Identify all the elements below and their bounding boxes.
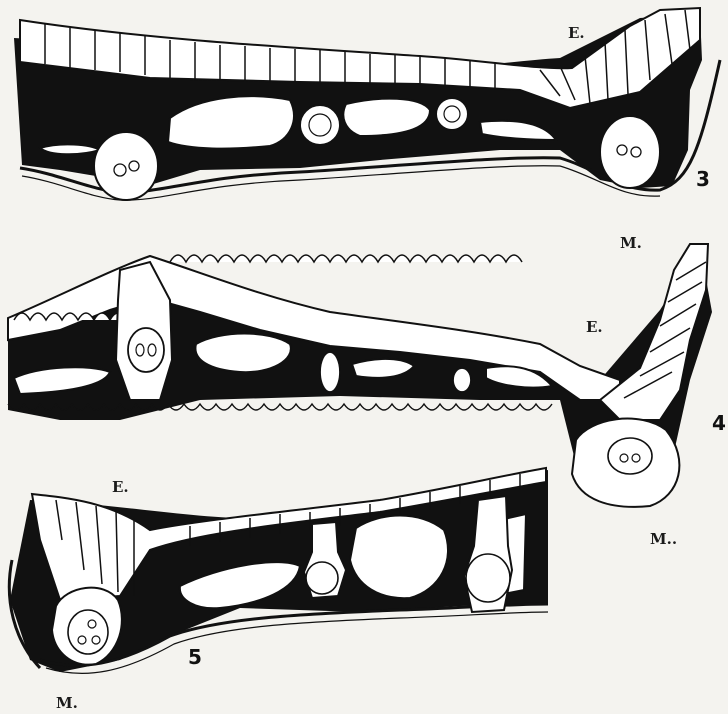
figure-4-epidermis-label: E. bbox=[586, 318, 603, 336]
figure-5-epidermis-label: E. bbox=[112, 478, 129, 496]
figure-5: E. M. 5 bbox=[9, 468, 548, 712]
figure-5-mesophyll-label: M. bbox=[56, 694, 78, 712]
figure-3-mesophyll-label: M. bbox=[620, 234, 642, 252]
figure-3-number: 3 bbox=[696, 167, 710, 191]
figure-3: E. M. 3 bbox=[14, 8, 720, 252]
figure-3-epidermis-label: E. bbox=[568, 24, 585, 42]
figure-4-number: 4 bbox=[712, 411, 726, 435]
figure-4-mesophyll-label: M.. bbox=[650, 530, 677, 548]
figure-5-number: 5 bbox=[188, 645, 202, 669]
